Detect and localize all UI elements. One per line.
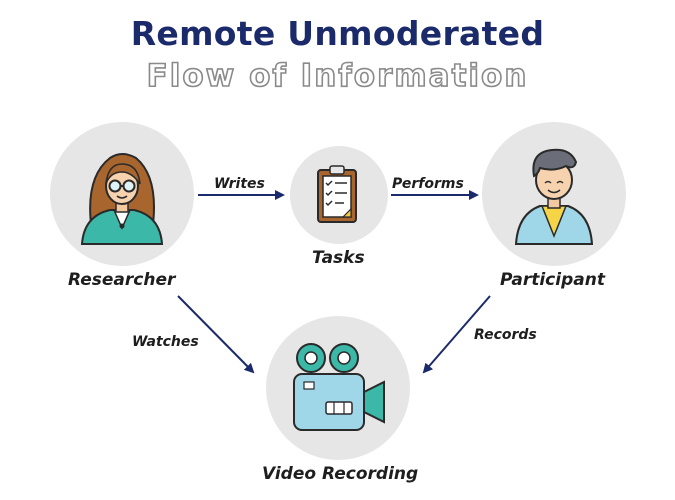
diagram-subtitle: Flow of Information [146,57,529,95]
watches-arrow [177,295,255,374]
tasks-label: Tasks [312,248,365,268]
participant-icon [514,148,594,245]
watches-label: Watches [132,334,199,350]
video-camera-icon [293,343,385,431]
performs-label: Performs [392,176,464,192]
records-arrow [422,295,491,374]
diagram-title: Remote Unmoderated [130,14,545,53]
participant-label: Participant [500,270,605,290]
clipboard-icon [317,165,357,223]
video-recording-label: Video Recording [262,464,419,484]
writes-label: Writes [214,176,265,192]
records-label: Records [474,327,537,343]
researcher-icon [80,153,164,245]
researcher-label: Researcher [68,270,176,290]
